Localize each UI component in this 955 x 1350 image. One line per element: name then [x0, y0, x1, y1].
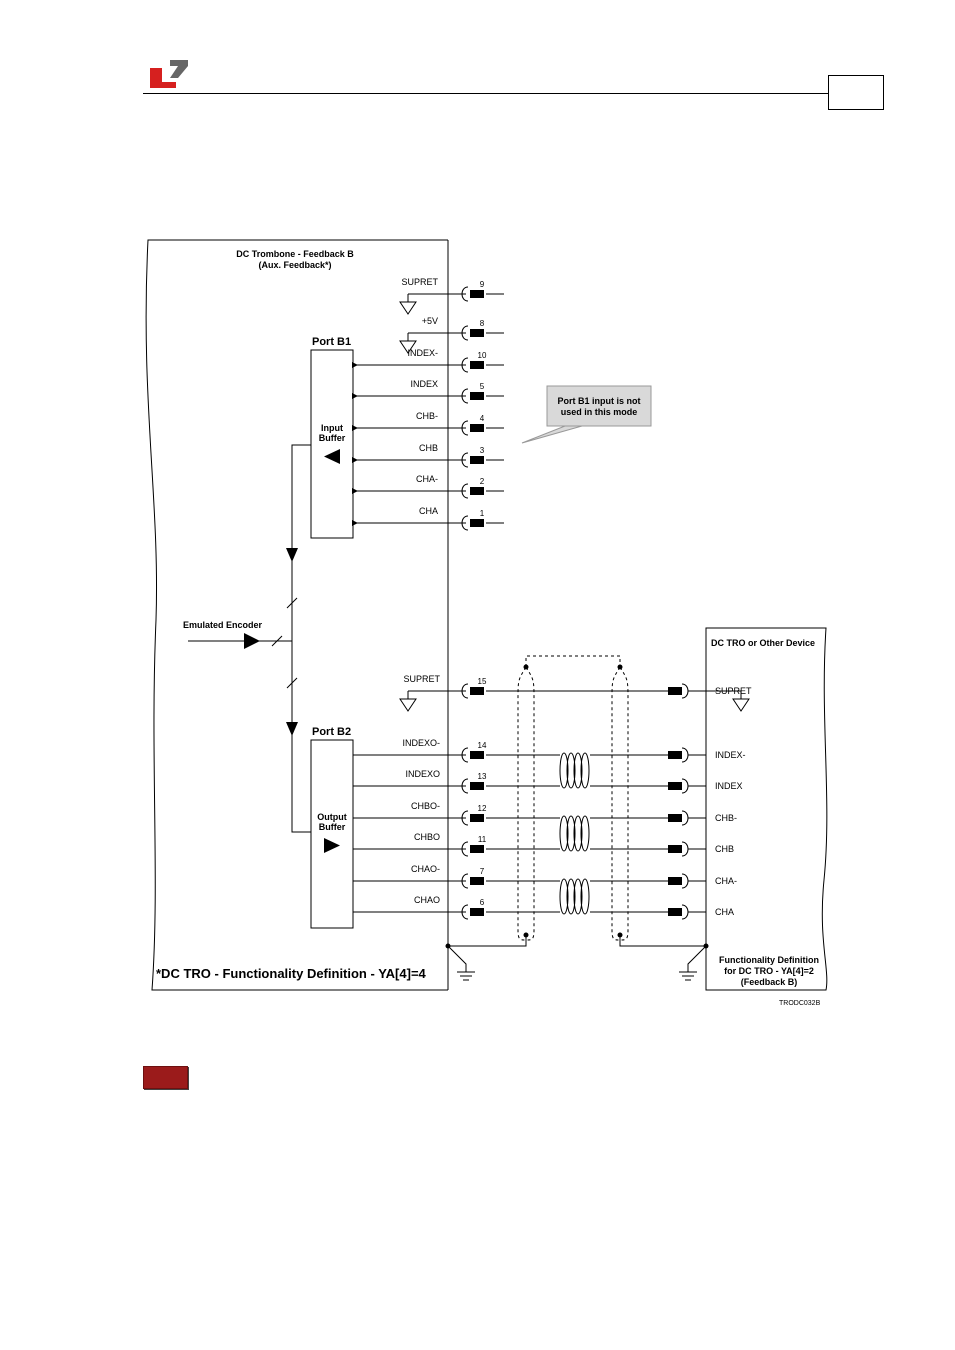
company-logo [150, 60, 188, 88]
right-device-title: DC TRO or Other Device [711, 638, 815, 648]
remote-pin-connector [668, 683, 689, 699]
bottom-pin-signal: CHBO [414, 832, 440, 842]
page-number-box [828, 75, 884, 110]
remote-pin-signal: CHA [715, 907, 734, 917]
top-pin-row: CHA- 2 [352, 474, 504, 499]
bottom-pin-signal: SUPRET [403, 674, 440, 684]
top-pin-signal: INDEX- [407, 348, 438, 358]
bottom-pin-signal: CHBO- [411, 801, 440, 811]
remote-pin-connector [668, 747, 689, 763]
top-pin-row: CHB- 4 [352, 411, 504, 436]
port-b2-label: Port B2 [312, 726, 351, 738]
top-pin-number: 10 [478, 351, 487, 360]
top-pin-number: 2 [480, 477, 485, 486]
bottom-pin-signal: INDEXO- [402, 738, 440, 748]
figure-code: TRODC032B [779, 1000, 821, 1007]
right-device-footer-3: (Feedback B) [741, 977, 798, 987]
remote-pin-signal: CHA- [715, 876, 737, 886]
right-device-footer-1: Functionality Definition [719, 955, 819, 965]
top-pin-signal: SUPRET [401, 277, 438, 287]
top-pin-signal: CHB [419, 443, 438, 453]
bottom-pin-number: 15 [478, 677, 487, 686]
bottom-pin-number: 7 [480, 867, 485, 876]
right-device-enclosure [705, 627, 828, 991]
cable-shield-left [517, 666, 527, 941]
bottom-pin-signal: CHAO- [411, 864, 440, 874]
bottom-pin-signal: CHAO [414, 895, 440, 905]
emulated-encoder-label: Emulated Encoder [183, 620, 263, 630]
remote-pin-connector [668, 810, 689, 826]
top-pin-signal: CHA [419, 506, 438, 516]
section-badge [143, 1066, 188, 1089]
emulated-encoder-arrow-icon [244, 633, 260, 649]
port-b2-buffer [310, 739, 354, 929]
left-device-footer: *DC TRO - Functionality Definition - YA[… [156, 966, 427, 981]
bottom-pin-number: 13 [478, 772, 487, 781]
top-pin-number: 8 [480, 319, 485, 328]
top-pin-row: +5V 8 [399, 316, 504, 354]
top-pin-number: 5 [480, 382, 485, 391]
callout-box [546, 385, 652, 427]
ground-icon-left [447, 945, 475, 981]
bottom-pin-number: 6 [480, 898, 485, 907]
top-pin-number: 9 [480, 280, 485, 289]
remote-pin-connector [668, 904, 689, 920]
twisted-pair-coil [545, 752, 590, 789]
callout-line-2: used in this mode [561, 407, 638, 417]
top-pin-row: INDEX 5 [352, 379, 504, 404]
input-buffer-label-2: Buffer [319, 433, 346, 443]
bottom-pin-number: 11 [478, 835, 487, 844]
top-pin-signal: INDEX [410, 379, 438, 389]
top-pin-number: 3 [480, 446, 485, 455]
port-b1-buffer [310, 349, 354, 539]
remote-pin-signal: CHB- [715, 813, 737, 823]
twisted-pair-coil [545, 878, 590, 915]
remote-pin-connector [668, 778, 689, 794]
ground-icon-right [679, 945, 707, 981]
port-b1-label: Port B1 [312, 336, 351, 348]
left-device-enclosure [145, 239, 448, 991]
cable-shield-right [611, 666, 621, 941]
output-buffer-label-1: Output [317, 812, 347, 822]
twisted-pair-group [545, 752, 590, 915]
remote-pin-connector [668, 841, 689, 857]
twisted-pair-coil [545, 815, 590, 852]
left-device-title-2: (Aux. Feedback*) [258, 260, 331, 270]
left-device-title-1: DC Trombone - Feedback B [236, 249, 354, 259]
output-buffer-label-2: Buffer [319, 822, 346, 832]
top-pin-number: 4 [480, 414, 485, 423]
remote-pin-signal: INDEX [715, 781, 743, 791]
top-pin-number: 1 [480, 509, 485, 518]
top-pin-signal: CHB- [416, 411, 438, 421]
top-pin-signal: +5V [422, 316, 438, 326]
input-buffer-label-1: Input [321, 423, 343, 433]
bottom-pin-number: 12 [478, 804, 487, 813]
bottom-pin-signal: INDEXO [405, 769, 440, 779]
top-pin-row: CHB 3 [352, 443, 504, 468]
remote-pin-connector [668, 873, 689, 889]
remote-pin-signal: CHB [715, 844, 734, 854]
callout-line-1: Port B1 input is not [558, 396, 641, 406]
top-pin-row: SUPRET 9 [399, 277, 504, 315]
top-pin-signal: CHA- [416, 474, 438, 484]
bottom-pin-number: 14 [478, 741, 487, 750]
right-device-footer-2: for DC TRO - YA[4]=2 [724, 966, 814, 976]
header-rule [143, 93, 884, 94]
top-pin-row: INDEX- 10 [352, 348, 504, 373]
top-pin-row: CHA 1 [352, 506, 504, 531]
input-buffer-triangle-icon [324, 449, 340, 464]
remote-pin-signal: INDEX- [715, 750, 746, 760]
output-buffer-triangle-icon [324, 838, 340, 853]
